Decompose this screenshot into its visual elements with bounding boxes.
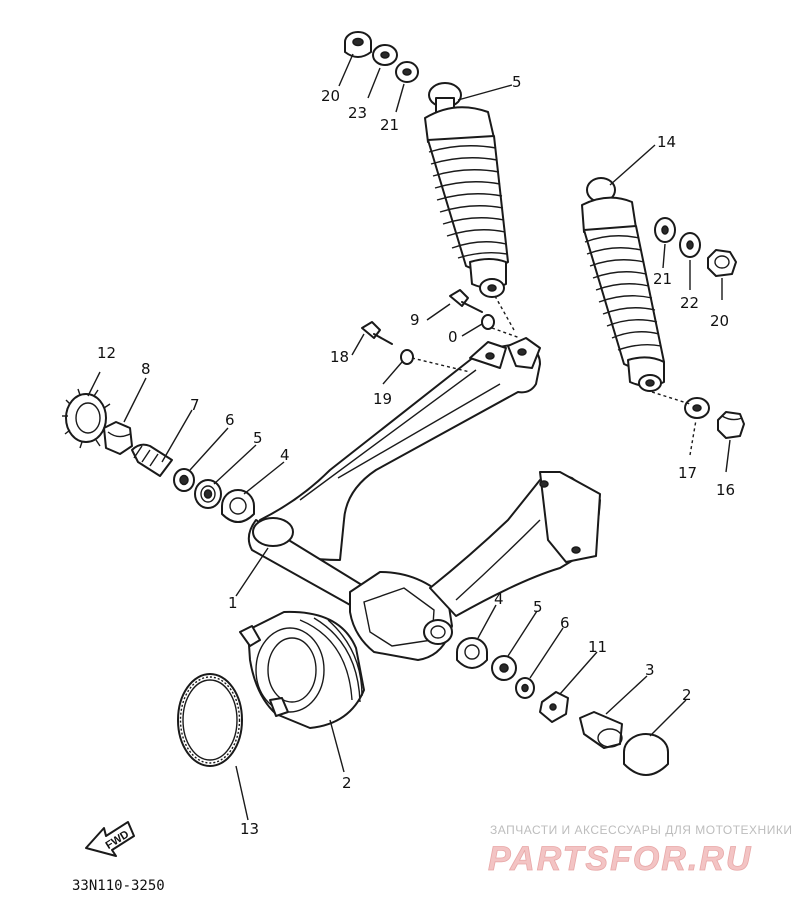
forward-arrow-icon: FWD — [85, 821, 135, 857]
washer-22 — [679, 232, 701, 258]
label-18: 18 — [330, 348, 349, 366]
label-21-upper: 21 — [380, 116, 399, 134]
label-3: 3 — [645, 661, 655, 679]
label-17: 17 — [678, 464, 697, 482]
washer-19 — [400, 349, 414, 365]
boot-2 — [239, 610, 365, 729]
watermark: ЗАПЧАСТИ И АКСЕССУАРЫ ДЛЯ МОТОТЕХНИКИ PA… — [488, 823, 792, 878]
part-labels: 20 23 21 5 14 21 22 20 9 0 18 19 17 16 1… — [97, 73, 735, 838]
oil-seal-5-right — [491, 655, 517, 681]
bearing-4-left — [221, 489, 255, 523]
label-4-left: 4 — [280, 446, 290, 464]
label-20-right: 20 — [710, 312, 729, 330]
rear-shock-absorber-left — [424, 82, 509, 298]
rear-shock-absorber-right — [581, 177, 665, 392]
washer-21-right — [654, 217, 676, 243]
label-12: 12 — [97, 344, 116, 362]
label-5-shock: 5 — [512, 73, 522, 91]
label-22: 22 — [680, 294, 699, 312]
label-9: 9 — [410, 311, 420, 329]
washer-10 — [481, 314, 495, 330]
label-14: 14 — [657, 133, 676, 151]
label-23: 23 — [348, 104, 367, 122]
diagram-code: 33N110-3250 — [72, 878, 165, 894]
bolt-9 — [449, 289, 483, 313]
label-19: 19 — [373, 390, 392, 408]
label-10: 0 — [448, 328, 458, 346]
label-16: 16 — [716, 481, 735, 499]
pivot-shaft-3 — [579, 711, 623, 749]
nut-20-upper-left — [344, 31, 372, 58]
swingarm — [247, 337, 601, 661]
label-11: 11 — [588, 638, 607, 656]
pivot-shaft-7 — [131, 443, 173, 477]
leader-lines — [87, 53, 731, 821]
o-ring-13 — [177, 673, 243, 767]
collar-6-left — [173, 468, 195, 492]
label-1: 1 — [228, 594, 238, 612]
washer-23 — [372, 44, 398, 66]
label-6-right: 6 — [560, 614, 570, 632]
label-5-right: 5 — [533, 598, 543, 616]
label-20-upper: 20 — [321, 87, 340, 105]
locknut-12 — [62, 388, 111, 449]
oil-seal-5-left — [194, 479, 222, 509]
nut-20-right — [707, 249, 737, 277]
label-5-left: 5 — [253, 429, 263, 447]
watermark-brand: PARTSFOR.RU — [488, 840, 752, 878]
label-8: 8 — [141, 360, 151, 378]
nut-8 — [103, 421, 133, 455]
bearing-4-right — [456, 637, 488, 669]
washer-17 — [684, 397, 710, 419]
label-2-boot: 2 — [342, 774, 352, 792]
label-2-right: 2 — [682, 686, 692, 704]
bolt-18 — [361, 321, 393, 345]
label-4-right: 4 — [494, 590, 504, 608]
label-21-right: 21 — [653, 270, 672, 288]
plate-11 — [539, 691, 569, 723]
watermark-caption: ЗАПЧАСТИ И АКСЕССУАРЫ ДЛЯ МОТОТЕХНИКИ — [490, 823, 792, 837]
collar-6-right — [515, 677, 535, 699]
label-13: 13 — [240, 820, 259, 838]
label-6-left: 6 — [225, 411, 235, 429]
nut-16 — [717, 411, 745, 439]
washer-21-upper-left — [395, 61, 419, 83]
label-7: 7 — [190, 396, 200, 414]
cap-2-right — [623, 733, 669, 776]
